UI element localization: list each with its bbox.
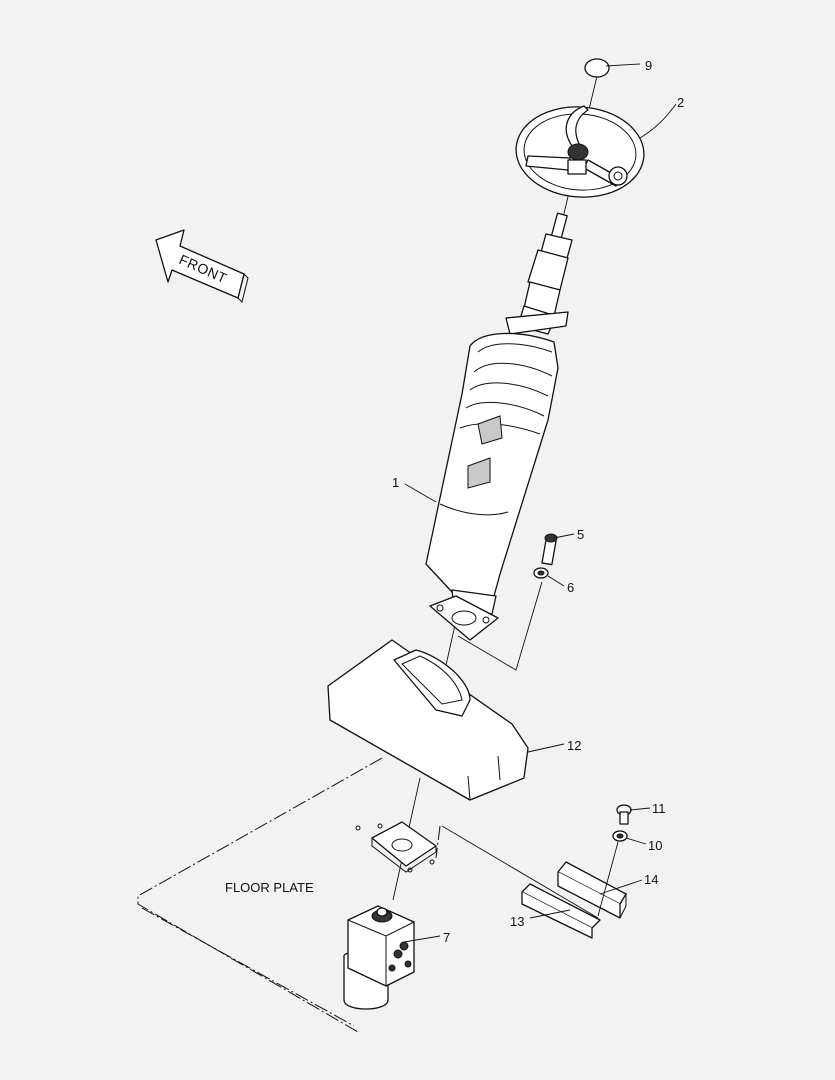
steering-control-unit [343,905,415,1010]
callout-1: 1 [392,475,399,490]
steering-wheel [515,105,645,198]
screw-5 [541,533,558,566]
callout-leaders [403,63,677,943]
callout-7: 7 [443,930,450,945]
callout-6: 6 [567,580,574,595]
column-flange [429,595,499,641]
upper-shaft [505,212,573,335]
bracket-13 [521,883,601,939]
washer-10 [612,830,628,842]
steering-column [425,332,559,615]
floor-plate: FLOOR PLATE [137,757,441,1033]
callout-11: 11 [652,801,666,816]
callout-2: 2 [677,95,684,110]
callout-9: 9 [645,58,652,73]
washer-6 [533,567,549,579]
pedestal-cover [327,639,529,801]
front-arrow: FRONT [155,229,249,303]
horn-button [584,58,610,78]
callout-14: 14 [644,872,658,887]
floor-plate-label: FLOOR PLATE [225,880,314,895]
callout-13: 13 [510,914,524,929]
callout-10: 10 [648,838,662,853]
screw-11 [616,804,632,825]
callout-12: 12 [567,738,581,753]
mounting-plate [355,821,437,873]
bracket-14 [557,861,627,919]
callout-5: 5 [577,527,584,542]
